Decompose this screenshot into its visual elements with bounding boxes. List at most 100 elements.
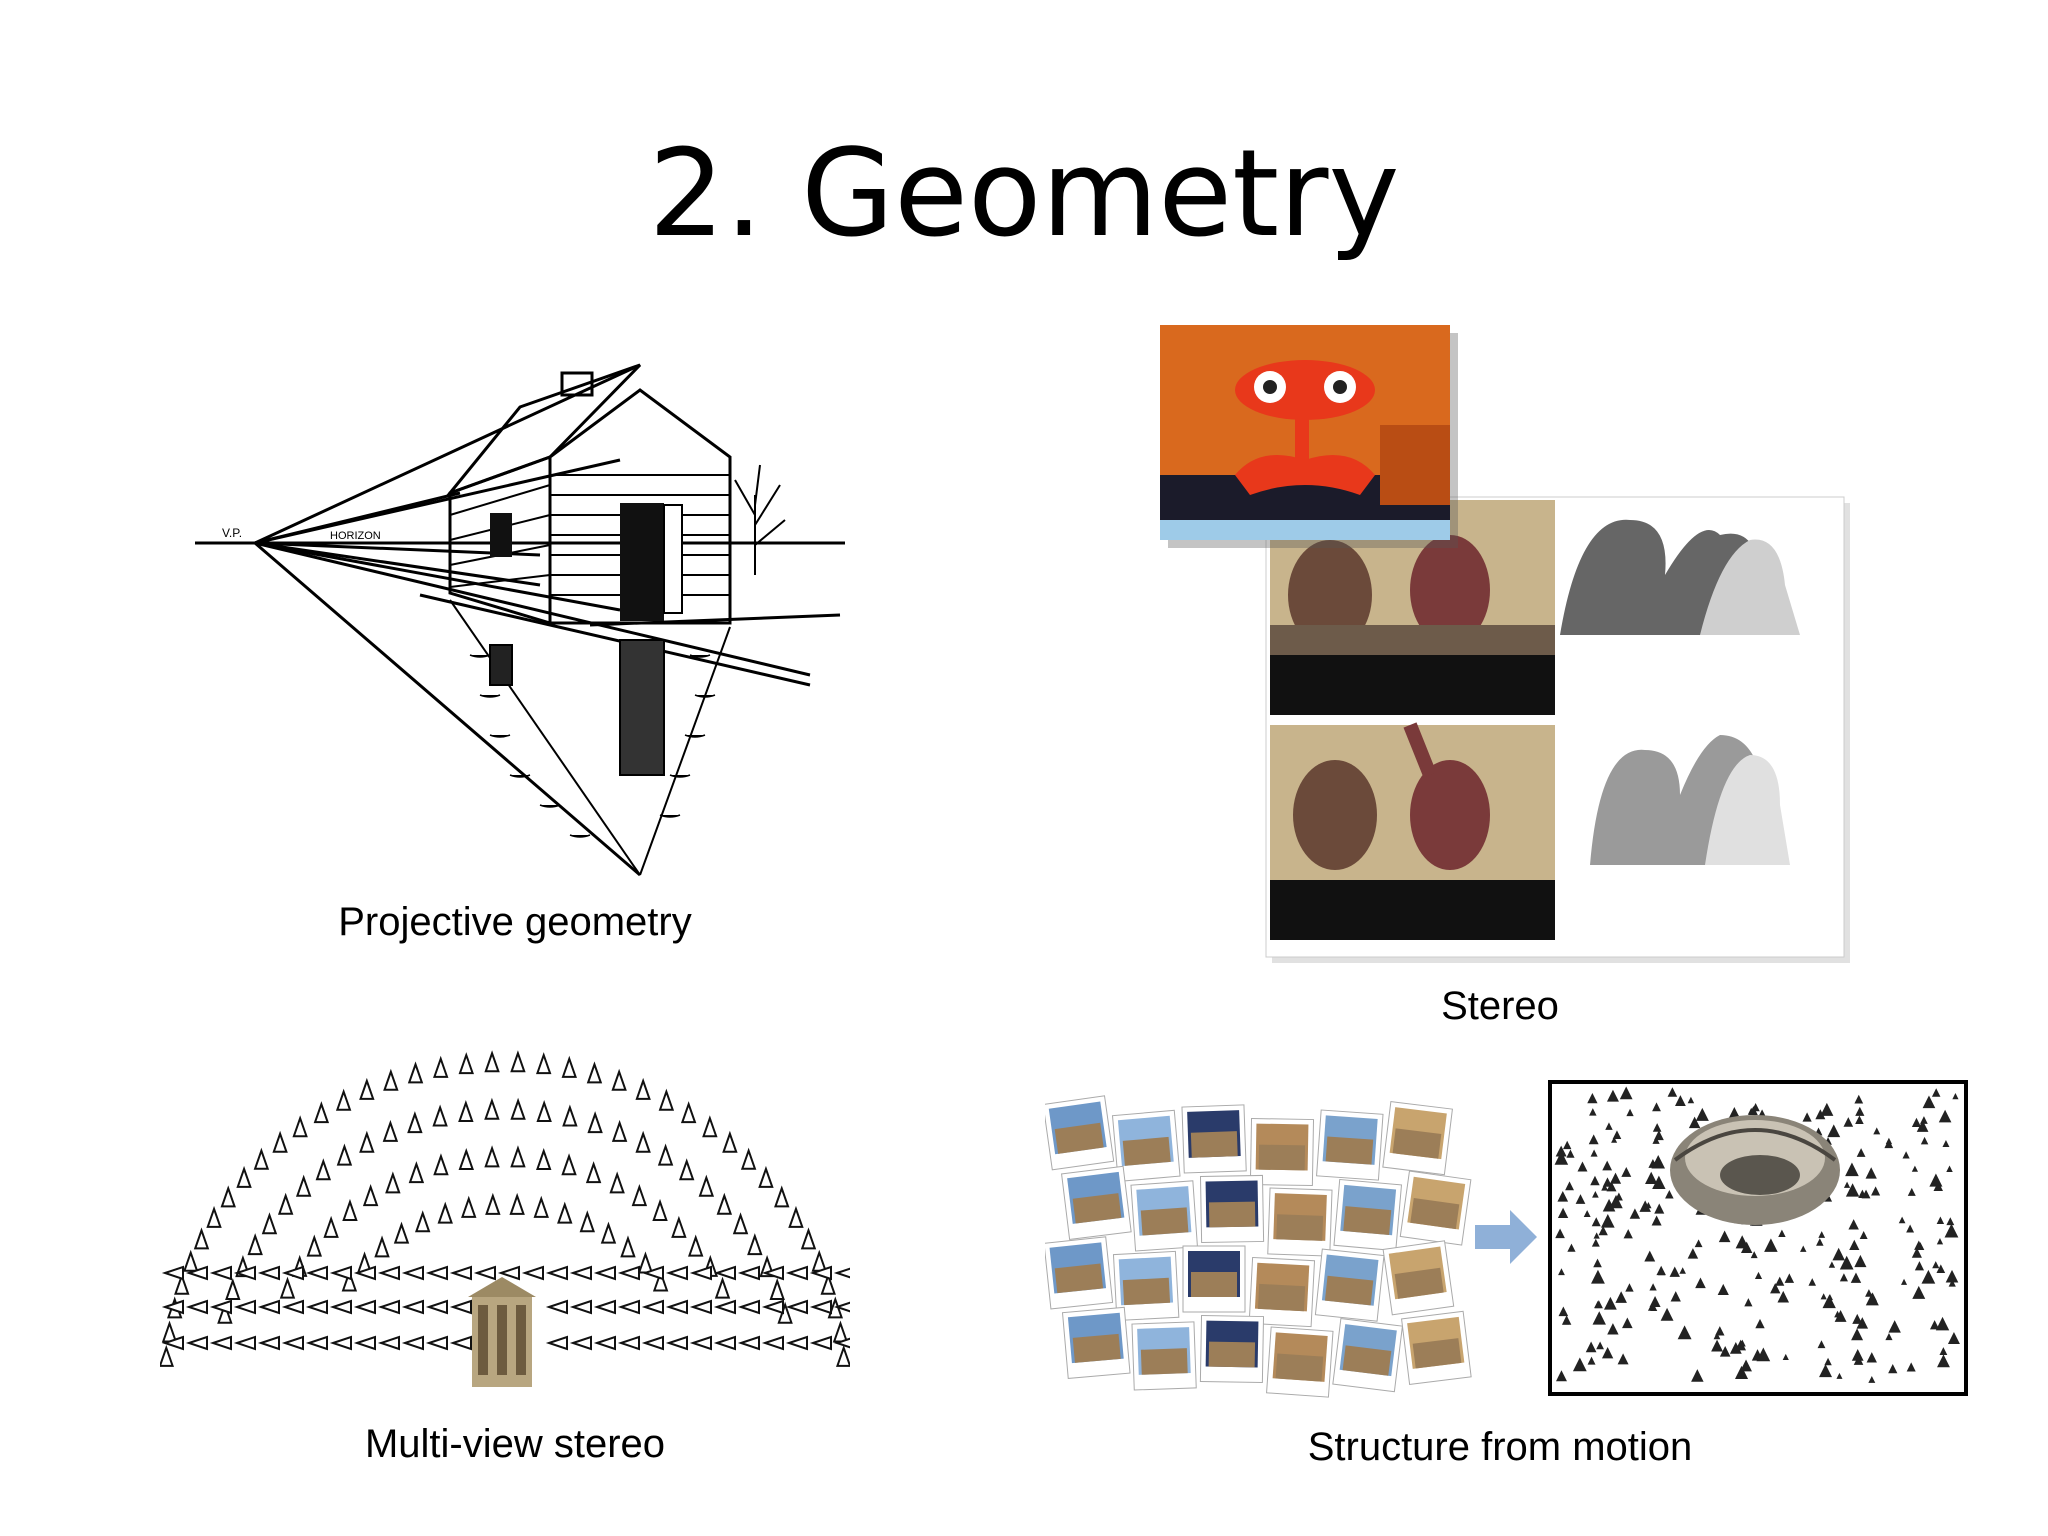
camera-icon xyxy=(657,1143,674,1166)
camera-point xyxy=(1782,1353,1789,1361)
camera-point xyxy=(1747,1107,1755,1115)
camera-point xyxy=(1952,1093,1959,1100)
camera-point xyxy=(1644,1250,1656,1262)
camera-icon xyxy=(652,1269,669,1292)
camera-icon xyxy=(377,1335,400,1351)
camera-icon xyxy=(510,1097,526,1120)
camera-point xyxy=(1602,1177,1613,1187)
camera-point xyxy=(1911,1165,1919,1172)
camera-icon xyxy=(160,1344,175,1367)
camera-icon xyxy=(382,1119,399,1142)
camera-icon xyxy=(678,1158,695,1181)
camera-icon xyxy=(702,1115,718,1138)
camera-point xyxy=(1920,1136,1929,1145)
camera-point xyxy=(1824,1357,1832,1366)
camera-icon xyxy=(545,1265,568,1281)
camera-icon xyxy=(510,1050,526,1073)
camera-icon xyxy=(545,1335,568,1351)
camera-icon xyxy=(329,1299,352,1315)
camera-point xyxy=(1815,1109,1826,1120)
camera-icon xyxy=(233,1299,256,1315)
camera-icon xyxy=(458,1147,474,1170)
camera-icon xyxy=(161,1335,184,1351)
camera-point xyxy=(1590,1149,1598,1157)
camera-point xyxy=(1665,1189,1674,1199)
camera-icon xyxy=(281,1335,304,1351)
camera-point xyxy=(1906,1362,1916,1372)
camera-point xyxy=(1916,1242,1925,1251)
camera-point xyxy=(1557,1190,1569,1202)
camera-icon xyxy=(617,1299,640,1315)
temple-model xyxy=(468,1277,536,1387)
colosseum-model xyxy=(1670,1115,1840,1225)
camera-point xyxy=(1827,1124,1841,1138)
camera-icon xyxy=(737,1299,760,1315)
camera-point xyxy=(1563,1140,1572,1150)
camera-icon xyxy=(261,1212,278,1235)
camera-point xyxy=(1596,1341,1604,1350)
camera-icon xyxy=(407,1061,424,1084)
caption-projective-geometry: Projective geometry xyxy=(338,900,692,944)
camera-icon xyxy=(635,1130,651,1153)
photo-thumbnail xyxy=(1130,1180,1198,1252)
camera-icon xyxy=(585,1161,602,1184)
camera-icon xyxy=(785,1335,808,1351)
camera-point xyxy=(1750,1251,1758,1259)
camera-point xyxy=(1820,1293,1827,1300)
camera-point xyxy=(1820,1102,1834,1116)
caption-structure-from-motion: Structure from motion xyxy=(1307,1425,1693,1469)
camera-icon xyxy=(432,1104,448,1127)
camera-point xyxy=(1936,1264,1946,1274)
camera-point xyxy=(1866,1352,1877,1363)
camera-icon xyxy=(209,1265,232,1281)
camera-icon xyxy=(353,1299,376,1315)
camera-point xyxy=(1623,1229,1633,1239)
camera-icon xyxy=(521,1265,544,1281)
camera-icon xyxy=(161,1299,184,1315)
camera-icon xyxy=(437,1201,453,1224)
camera-icon xyxy=(774,1185,790,1208)
sfm-diagram xyxy=(1045,1080,1968,1398)
camera-icon xyxy=(569,1335,592,1351)
camera-point xyxy=(1843,1117,1854,1127)
camera-icon xyxy=(193,1227,210,1250)
camera-point xyxy=(1639,1200,1651,1212)
camera-icon xyxy=(536,1052,552,1075)
camera-point xyxy=(1554,1151,1569,1165)
camera-point xyxy=(1936,1238,1944,1245)
camera-icon xyxy=(281,1299,304,1315)
camera-icon xyxy=(277,1192,294,1215)
camera-point xyxy=(1849,1239,1860,1251)
camera-point xyxy=(1777,1290,1790,1303)
camera-point xyxy=(1585,1341,1597,1353)
camera-point xyxy=(1592,1190,1599,1198)
camera-point xyxy=(1912,1285,1926,1299)
photo-thumbnail xyxy=(1401,1310,1472,1385)
camera-icon xyxy=(536,1099,552,1123)
camera-icon xyxy=(342,1198,358,1221)
camera-icon xyxy=(820,1272,836,1295)
camera-point xyxy=(1942,1140,1950,1148)
camera-point xyxy=(1649,1283,1657,1291)
camera-point xyxy=(1717,1283,1729,1296)
camera-icon xyxy=(758,1165,774,1188)
camera-point xyxy=(1648,1158,1658,1168)
camera-point xyxy=(1715,1326,1725,1336)
camera-point xyxy=(1932,1261,1940,1269)
camera-icon xyxy=(217,1301,233,1324)
photo-thumbnail xyxy=(1266,1326,1334,1398)
camera-icon xyxy=(449,1335,472,1351)
camera-point xyxy=(1652,1175,1666,1190)
camera-icon xyxy=(353,1265,376,1281)
camera-point xyxy=(1615,1291,1627,1303)
camera-point xyxy=(1946,1165,1953,1172)
camera-icon xyxy=(671,1215,687,1238)
camera-icon xyxy=(569,1299,592,1315)
camera-point xyxy=(1935,1316,1950,1331)
camera-point xyxy=(1855,1115,1864,1125)
camera-point xyxy=(1916,1120,1929,1132)
camera-icon xyxy=(609,1171,625,1194)
camera-point xyxy=(1938,1109,1952,1123)
camera-icon xyxy=(809,1335,832,1351)
camera-icon xyxy=(617,1335,640,1351)
